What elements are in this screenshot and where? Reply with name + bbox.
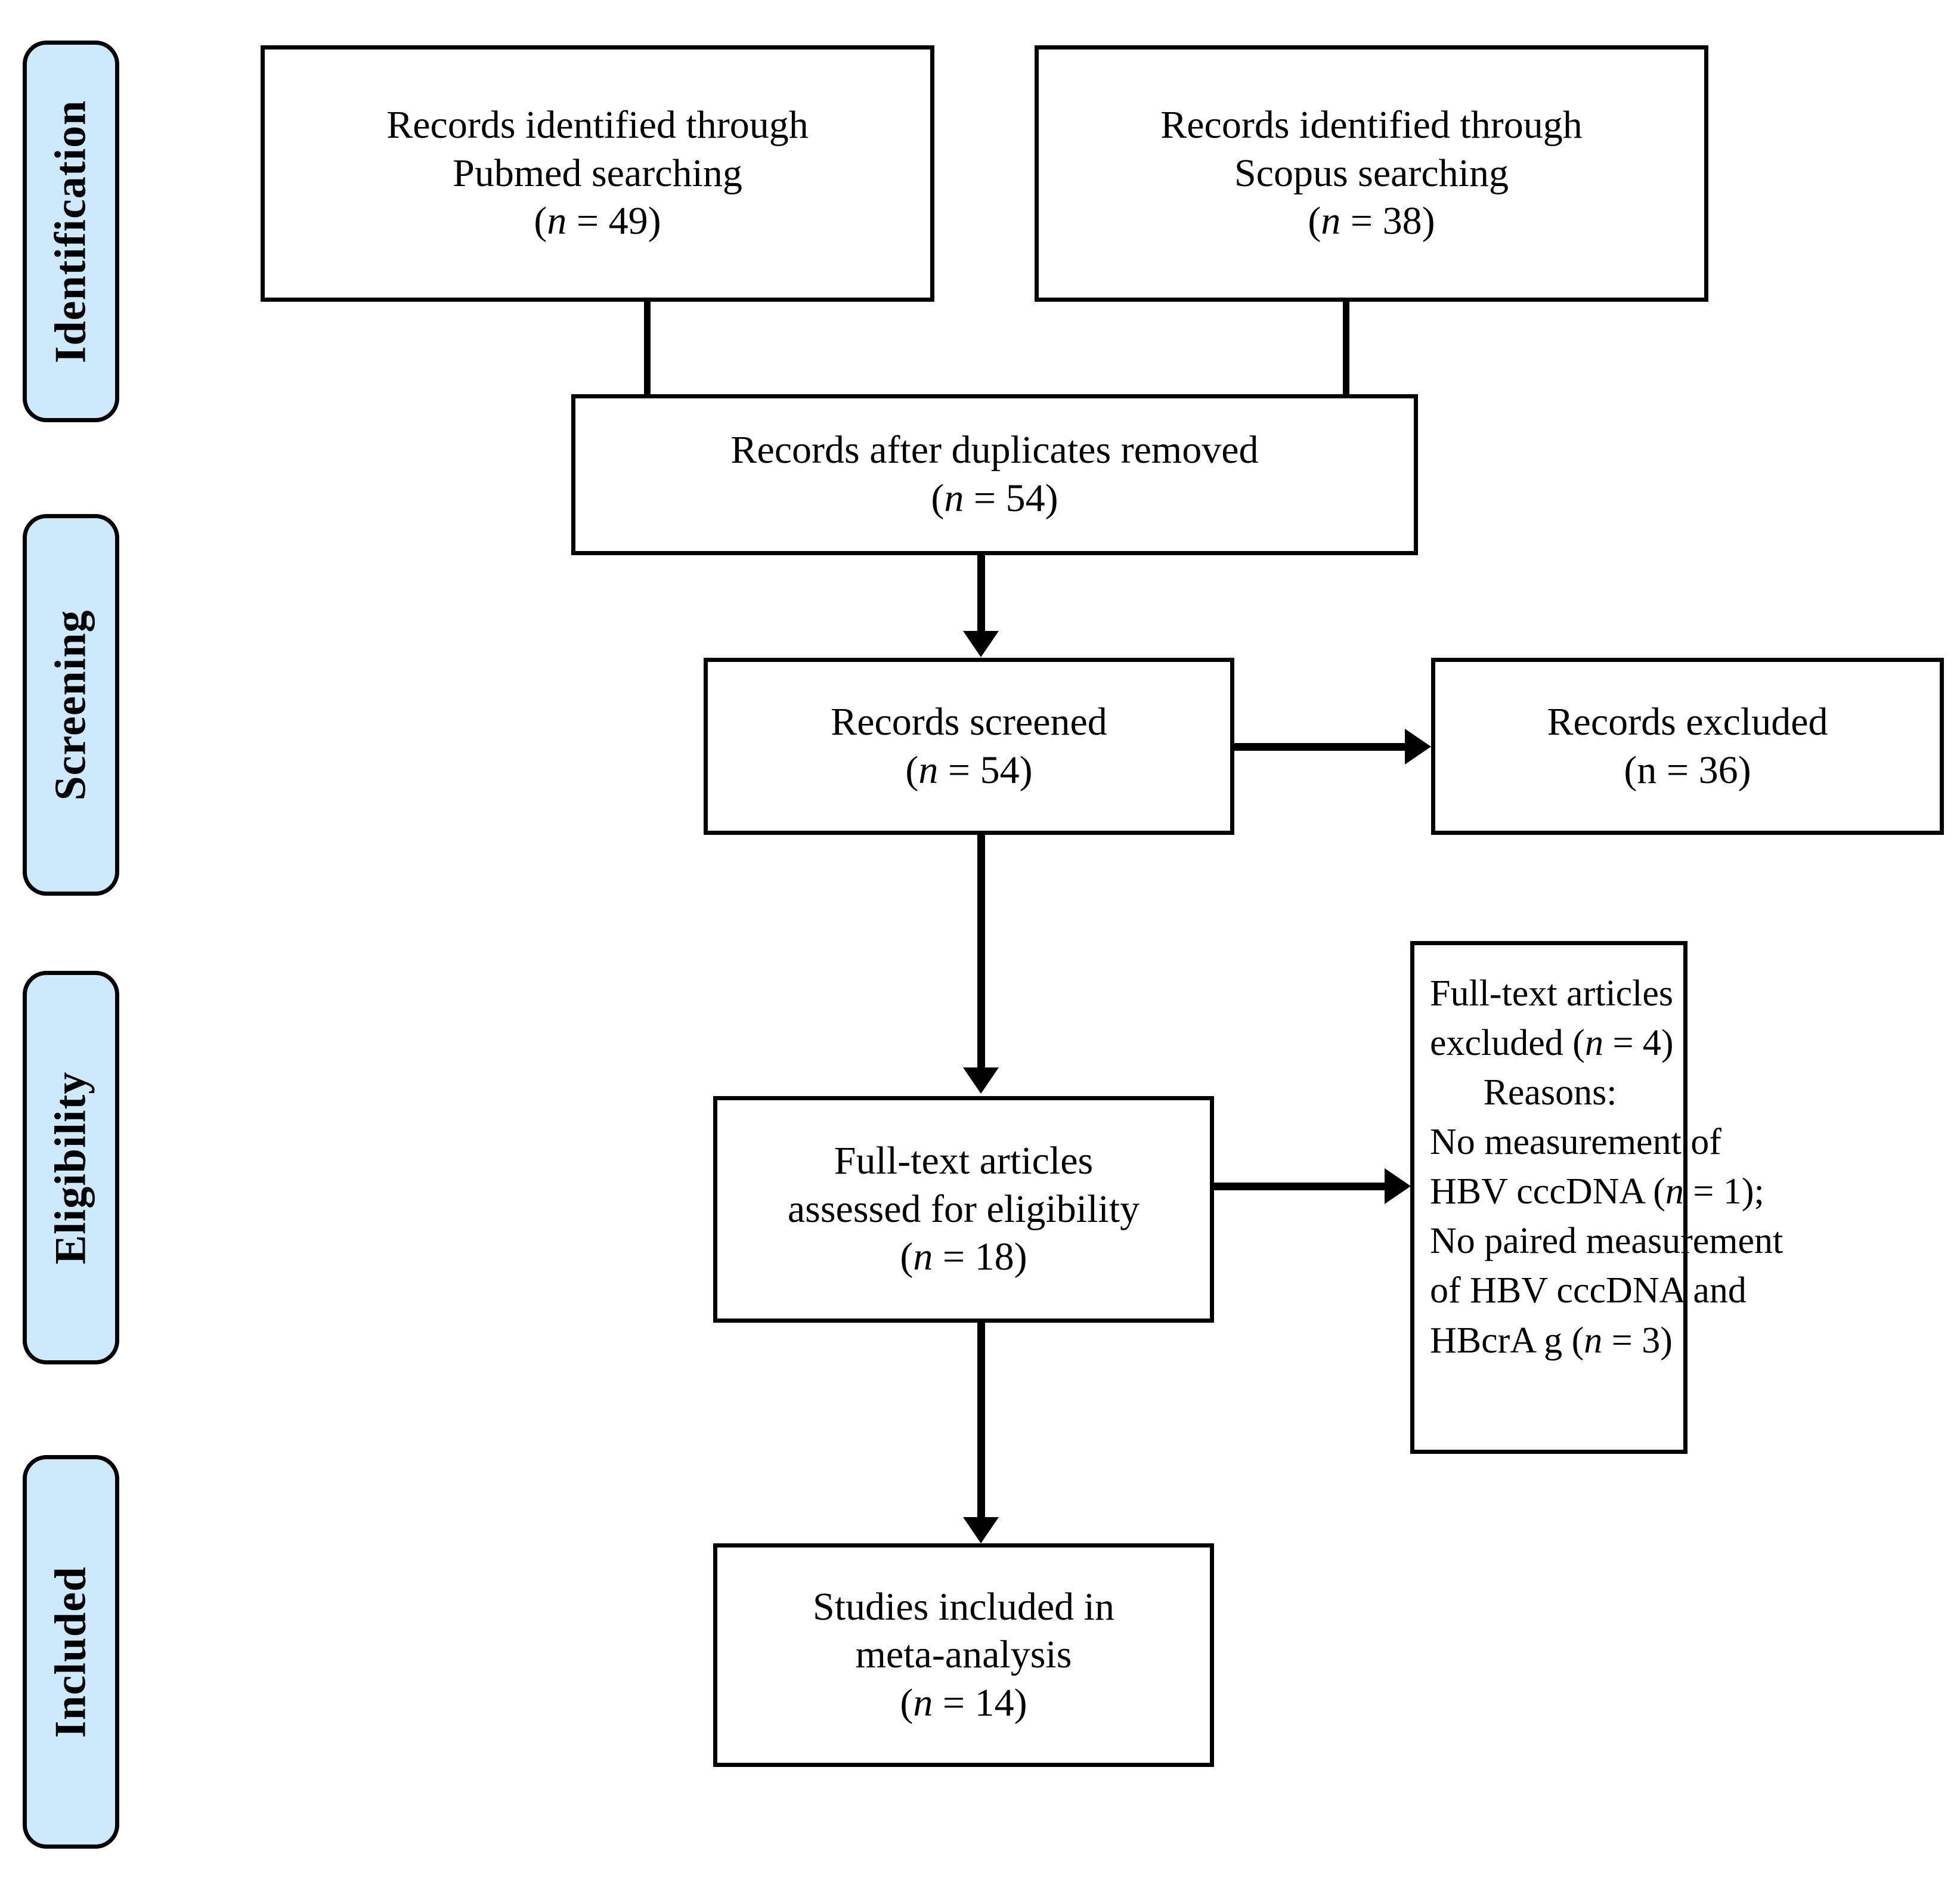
box-fulltext-assessed-count: (n = 18) (900, 1235, 1027, 1279)
box-records-pubmed: Records identified through Pubmed search… (261, 45, 934, 302)
box-scopus-count: (n = 38) (1308, 199, 1435, 243)
box-duplicates-count: (n = 54) (931, 476, 1058, 520)
box-pubmed-count: (n = 49) (534, 199, 661, 243)
connector-fulltext-to-included (977, 1323, 985, 1519)
arrowhead-duplicates-to-screened (963, 631, 999, 657)
box-screened-count: (n = 54) (905, 748, 1033, 792)
reason-1-line-2: HBV cccDNA (n = 1); (1430, 1171, 1764, 1212)
stage-bar-screening: Screening (23, 514, 119, 896)
box-duplicates-line1: Records after duplicates removed (730, 428, 1259, 472)
box-records-scopus: Records identified through Scopus search… (1035, 45, 1708, 302)
box-fulltext-excluded-line2: excluded (n = 4) (1430, 1023, 1674, 1064)
box-included-count: (n = 14) (900, 1680, 1027, 1725)
box-fulltext-assessed: Full-text articles assessed for eligibil… (713, 1096, 1214, 1323)
arrowhead-screened-to-excluded (1405, 729, 1431, 765)
box-records-after-duplicates: Records after duplicates removed (n = 54… (571, 394, 1418, 555)
reason-1-line-1: No measurement of (1430, 1122, 1721, 1163)
stage-bar-included: Included (23, 1455, 119, 1849)
reason-2-line-1: No paired measurement (1430, 1221, 1783, 1262)
arrowhead-fulltext-to-excluded-reasons (1385, 1168, 1411, 1204)
box-pubmed-line1: Records identified through (386, 103, 809, 147)
box-records-excluded-count: (n = 36) (1624, 748, 1751, 792)
connector-scopus-to-duplicates (1343, 302, 1349, 397)
connector-pubmed-to-duplicates (644, 302, 651, 397)
stage-label-screening: Screening (46, 609, 95, 801)
box-fulltext-assessed-line1: Full-text articles (834, 1139, 1094, 1183)
box-scopus-line2: Scopus searching (1234, 151, 1509, 195)
box-fulltext-excluded-reasons-label: Reasons: (1483, 1072, 1617, 1113)
box-scopus-line1: Records identified through (1160, 103, 1583, 147)
box-studies-included: Studies included in meta-analysis (n = 1… (713, 1543, 1214, 1767)
box-screened-line1: Records screened (831, 700, 1107, 744)
stage-label-identification: Identification (46, 100, 95, 363)
reason-2-line-2: of HBV cccDNA and (1430, 1270, 1747, 1311)
stage-bar-eligibility: Eligibility (23, 971, 119, 1364)
box-fulltext-excluded-reasons: Full-text articles excluded (n = 4) Reas… (1410, 941, 1783, 1454)
connector-duplicates-to-screened (977, 555, 985, 634)
connector-screened-to-fulltext (977, 835, 985, 1070)
reason-2-line-3: HBcrA g (n = 3) (1430, 1320, 1673, 1361)
box-fulltext-assessed-line2: assessed for eligibility (787, 1187, 1140, 1231)
box-included-line1: Studies included in (813, 1584, 1114, 1629)
box-fulltext-excluded-line1: Full-text articles (1430, 973, 1674, 1014)
arrowhead-fulltext-to-included (963, 1517, 999, 1543)
stage-bar-identification: Identification (23, 41, 119, 422)
box-included-line2: meta-analysis (855, 1633, 1072, 1677)
stage-label-included: Included (46, 1566, 95, 1738)
connector-screened-to-excluded (1234, 743, 1407, 751)
box-pubmed-line2: Pubmed searching (453, 151, 742, 195)
box-records-excluded: Records excluded (n = 36) (1431, 658, 1944, 835)
stage-label-eligibility: Eligibility (46, 1071, 95, 1264)
box-records-screened: Records screened (n = 54) (704, 658, 1234, 835)
box-records-excluded-line1: Records excluded (1547, 700, 1828, 744)
arrowhead-screened-to-fulltext (963, 1067, 999, 1094)
connector-fulltext-to-excluded-reasons (1214, 1183, 1387, 1190)
